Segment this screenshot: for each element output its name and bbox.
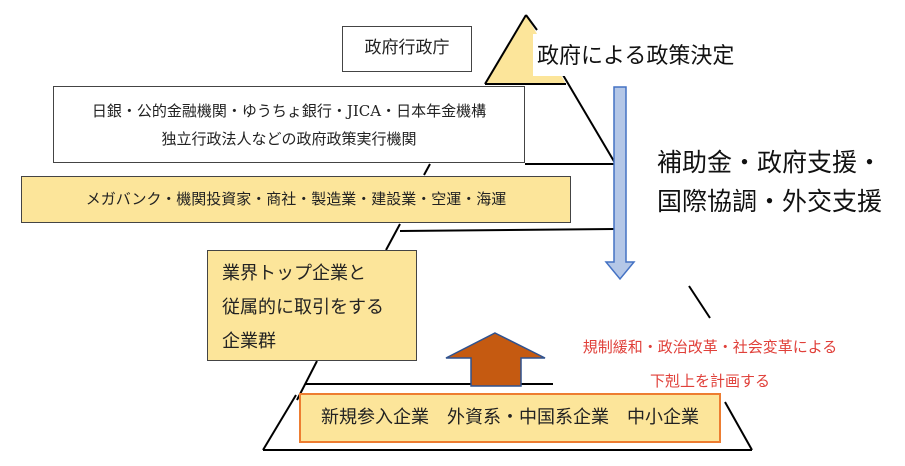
affiliated-line3: 企業群: [222, 331, 276, 352]
major-companies-label: メガバンク・機関投資家・商社・製造業・建設業・空運・海運: [85, 190, 507, 208]
reform-text: 規制緩和・政治改革・社会変革による 下剋上を計画する: [555, 330, 865, 398]
government-support-text: 補助金・政府支援・ 国際協調・外交支援: [657, 143, 882, 221]
support-line2: 国際協調・外交支援: [657, 187, 883, 216]
pyramid-right-edge-top: [525, 14, 538, 31]
policy-institutions-line1: 日銀・公的金融機関・ゆうちょ銀行・JICA・日本年金機構: [91, 102, 487, 120]
government-agency-box: 政府行政庁: [342, 26, 472, 72]
pyramid-right-edge-lower: [688, 285, 711, 319]
major-companies-box: メガバンク・機関投資家・商社・製造業・建設業・空運・海運: [21, 176, 571, 223]
bottom-left-edge: [262, 394, 297, 451]
policy-institutions-line2: 独立行政法人などの政府政策実行機関: [161, 130, 417, 148]
new-entrants-label: 新規参入企業 外資系・中国系企業 中小企業: [321, 407, 699, 428]
tier3-base: [399, 228, 616, 232]
government-agency-label: 政府行政庁: [364, 38, 450, 58]
tier3-left-edge: [385, 223, 401, 251]
reform-line1: 規制緩和・政治改革・社会変革による: [582, 338, 838, 356]
policy-title: 政府による政策決定: [533, 34, 739, 76]
bottom-right-edge: [724, 401, 753, 451]
affiliated-line1: 業界トップ企業と: [222, 263, 366, 284]
affiliated-companies-box: 業界トップ企業と 従属的に取引をする 企業群: [207, 250, 417, 361]
arrow-up-icon: [445, 332, 546, 387]
arrow-down-icon: [604, 86, 636, 281]
support-line1: 補助金・政府支援・: [657, 148, 883, 177]
policy-institutions-box: 日銀・公的金融機関・ゆうちょ銀行・JICA・日本年金機構 独立行政法人などの政府…: [53, 86, 525, 163]
affiliated-line2: 従属的に取引をする: [222, 297, 384, 318]
pyramid-right-edge: [562, 74, 616, 164]
pyramid-left-edge-top: [484, 14, 527, 85]
new-entrants-box: 新規参入企業 外資系・中国系企業 中小企業: [299, 393, 721, 443]
tier2-left-edge: [423, 163, 431, 176]
reform-line2: 下剋上を計画する: [649, 372, 770, 390]
